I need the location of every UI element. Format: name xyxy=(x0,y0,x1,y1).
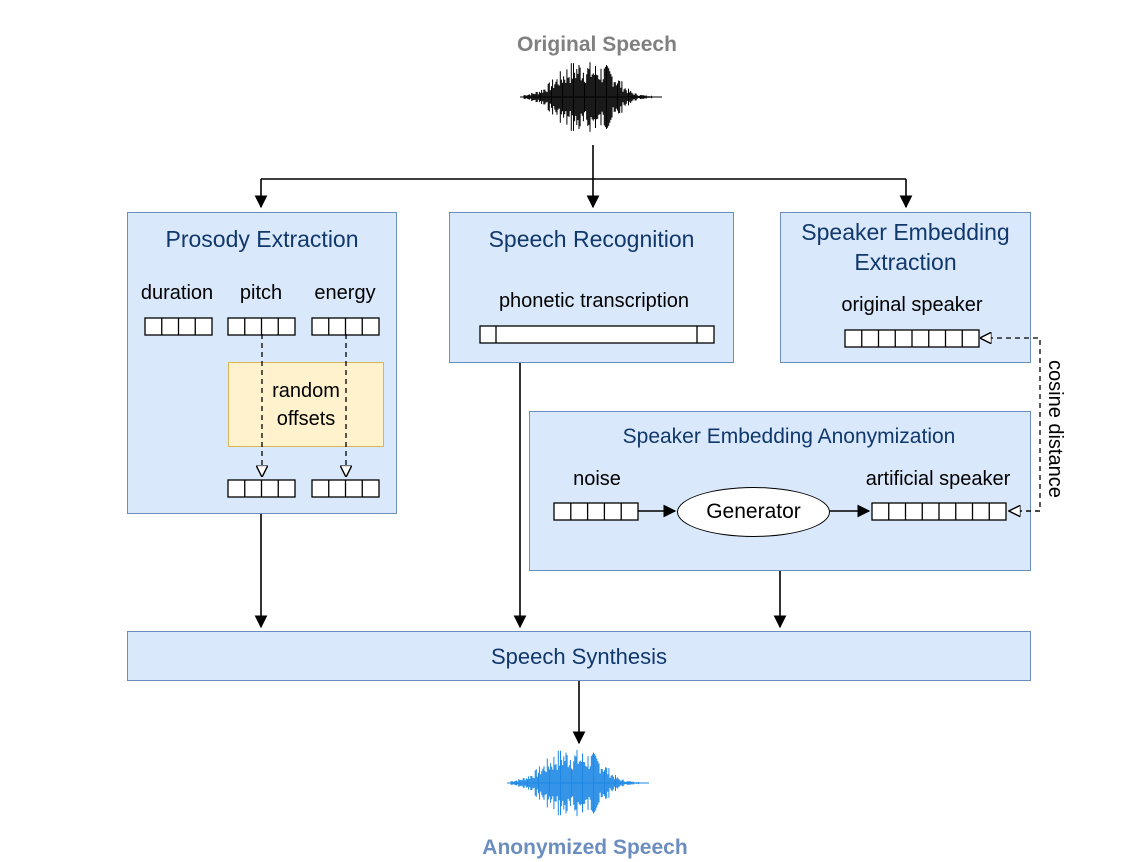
speech-synthesis-box xyxy=(127,631,1031,681)
anonymized-speech-waveform xyxy=(507,749,649,817)
speaker-embedding-extraction-title-line1: Speaker Embedding xyxy=(801,219,1010,245)
output-title: Anonymized Speech xyxy=(482,836,688,859)
feature-duration-label: duration xyxy=(140,282,214,304)
random-offsets-line2: offsets xyxy=(276,408,336,430)
random-offsets-line1: random xyxy=(272,380,340,402)
random-offsets-box xyxy=(228,362,384,447)
phonetic-transcription-label: phonetic transcription xyxy=(498,290,690,312)
speaker-embedding-anonymization-title: Speaker Embedding Anonymization xyxy=(622,425,956,448)
noise-label: noise xyxy=(573,468,621,490)
prosody-extraction-title: Prosody Extraction xyxy=(165,226,359,252)
random-offsets-label: random offsets xyxy=(228,377,384,433)
input-title: Original Speech xyxy=(517,33,677,56)
speaker-embedding-extraction-title-line2: Extraction xyxy=(854,249,957,275)
artificial-speaker-label: artificial speaker xyxy=(865,468,1011,490)
generator-node: Generator xyxy=(677,487,830,537)
cosine-distance-label: cosine distance xyxy=(1044,360,1066,498)
original-speaker-label: original speaker xyxy=(841,294,983,316)
speech-synthesis-title: Speech Synthesis xyxy=(490,644,668,669)
generator-label: Generator xyxy=(706,500,801,523)
original-speech-waveform xyxy=(520,62,662,132)
speech-recognition-title: Speech Recognition xyxy=(488,226,695,252)
feature-pitch-label: pitch xyxy=(239,282,283,304)
feature-energy-label: energy xyxy=(314,282,376,304)
